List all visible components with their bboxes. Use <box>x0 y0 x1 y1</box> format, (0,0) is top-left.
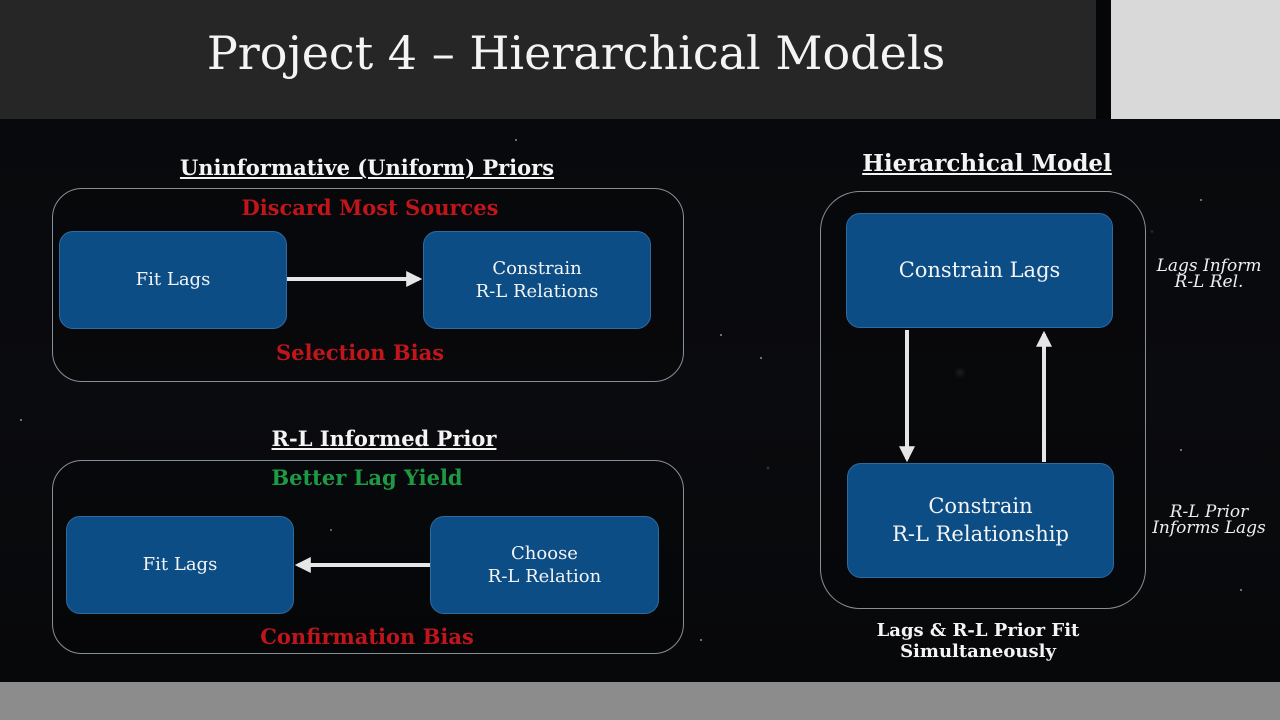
star <box>700 639 702 641</box>
star <box>330 529 332 531</box>
title-bar <box>0 0 1096 119</box>
star <box>720 334 722 336</box>
hierarchical-model-title: Hierarchical Model <box>862 150 1112 177</box>
node-label: Fit Lags <box>142 554 218 576</box>
informed-choose-rl-node: Choose R-L Relation <box>430 516 659 614</box>
star <box>515 139 517 141</box>
header-corner-box <box>1111 0 1280 119</box>
node-label-line-2: R-L Relations <box>475 281 599 302</box>
confirmation-bias-note: Confirmation Bias <box>260 624 474 649</box>
node-label-line-2: R-L Relationship <box>892 521 1069 546</box>
simultaneous-fit-caption: Lags & R-L Prior Fit Simultaneously <box>820 620 1136 662</box>
discard-sources-note: Discard Most Sources <box>241 195 499 220</box>
uniform-constrain-rl-node: Constrain R-L Relations <box>423 231 651 329</box>
node-label-line-1: Constrain <box>928 494 1033 519</box>
star <box>1240 589 1242 591</box>
note-line-1: Lags Inform <box>1156 256 1262 276</box>
node-label-line-2: R-L Relation <box>487 566 602 587</box>
page-title: Project 4 – Hierarchical Models <box>206 26 946 80</box>
better-yield-note: Better Lag Yield <box>271 465 463 490</box>
lags-inform-rl-note: Lags Inform R-L Rel. <box>1146 256 1272 293</box>
constrain-lags-node: Constrain Lags <box>846 213 1113 328</box>
selection-bias-note: Selection Bias <box>275 340 445 365</box>
node-label: Constrain Lags <box>898 257 1061 282</box>
star <box>760 357 762 359</box>
note-line-2: Informs Lags <box>1152 518 1266 539</box>
note-line-1: R-L Prior <box>1169 502 1249 522</box>
footer-bar <box>0 682 1280 720</box>
uniform-priors-title: Uninformative (Uniform) Priors <box>179 155 555 180</box>
star <box>20 419 22 421</box>
constrain-rl-relationship-node: Constrain R-L Relationship <box>847 463 1114 578</box>
node-label-line-1: Choose <box>511 542 578 564</box>
rl-prior-informs-lags-note: R-L Prior Informs Lags <box>1146 502 1272 539</box>
caption-line-2: Simultaneously <box>900 640 1056 662</box>
caption-line-1: Lags & R-L Prior Fit <box>876 620 1080 641</box>
star <box>1200 199 1202 201</box>
uniform-fit-lags-node: Fit Lags <box>59 231 287 329</box>
node-label: Fit Lags <box>135 269 211 291</box>
star <box>1180 449 1182 451</box>
note-line-2: R-L Rel. <box>1174 272 1244 293</box>
informed-prior-title: R-L Informed Prior <box>271 426 497 451</box>
node-label-line-1: Constrain <box>492 257 582 279</box>
informed-fit-lags-node: Fit Lags <box>66 516 294 614</box>
